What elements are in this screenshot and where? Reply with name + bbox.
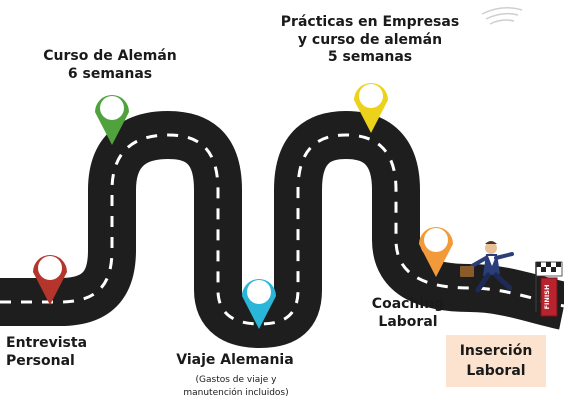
map-pin-icon [33, 254, 67, 305]
label-line: Personal [6, 352, 75, 369]
signal-arcs-icon [481, 7, 523, 25]
label-viaje: Viaje Alemania [160, 352, 310, 370]
label-entrevista: Entrevista Personal [6, 335, 96, 370]
label-line: Coaching [371, 296, 445, 312]
map-pin-icon [242, 279, 276, 329]
label-line: Viaje Alemania [176, 352, 294, 368]
road-center-line [0, 133, 564, 326]
label-line: 6 semanas [67, 65, 153, 82]
svg-text:FINISH: FINISH [543, 285, 551, 310]
businessman-icon [460, 241, 514, 293]
label-practicas: Prácticas en Empresas y curso de alemán … [270, 14, 470, 67]
note-line: (Gastos de viaje y [195, 375, 277, 385]
goal-line: Laboral [466, 363, 526, 379]
label-line: Curso de Alemán [43, 48, 177, 64]
label-line: 5 semanas [327, 49, 413, 65]
finish-flag-icon [535, 261, 563, 312]
label-line: Entrevista [6, 335, 88, 351]
goal-box: Inserción Laboral [446, 335, 546, 387]
map-pin-icon [354, 83, 388, 133]
finish-sign: FINISH [540, 277, 558, 317]
label-aleman: Curso de Alemán 6 semanas [30, 48, 190, 83]
map-pin-icon [419, 227, 453, 277]
note-line: manutención incluidos) [183, 388, 289, 399]
goal-line: Inserción [459, 342, 533, 359]
label-line: y curso de alemán [297, 31, 443, 48]
map-pin-icon [95, 95, 129, 145]
label-line: Laboral [378, 313, 438, 330]
label-coaching: Coaching Laboral [358, 296, 458, 331]
label-line: Prácticas en Empresas [280, 14, 460, 30]
note-viaje: (Gastos de viaje y manutención incluidos… [168, 374, 304, 400]
